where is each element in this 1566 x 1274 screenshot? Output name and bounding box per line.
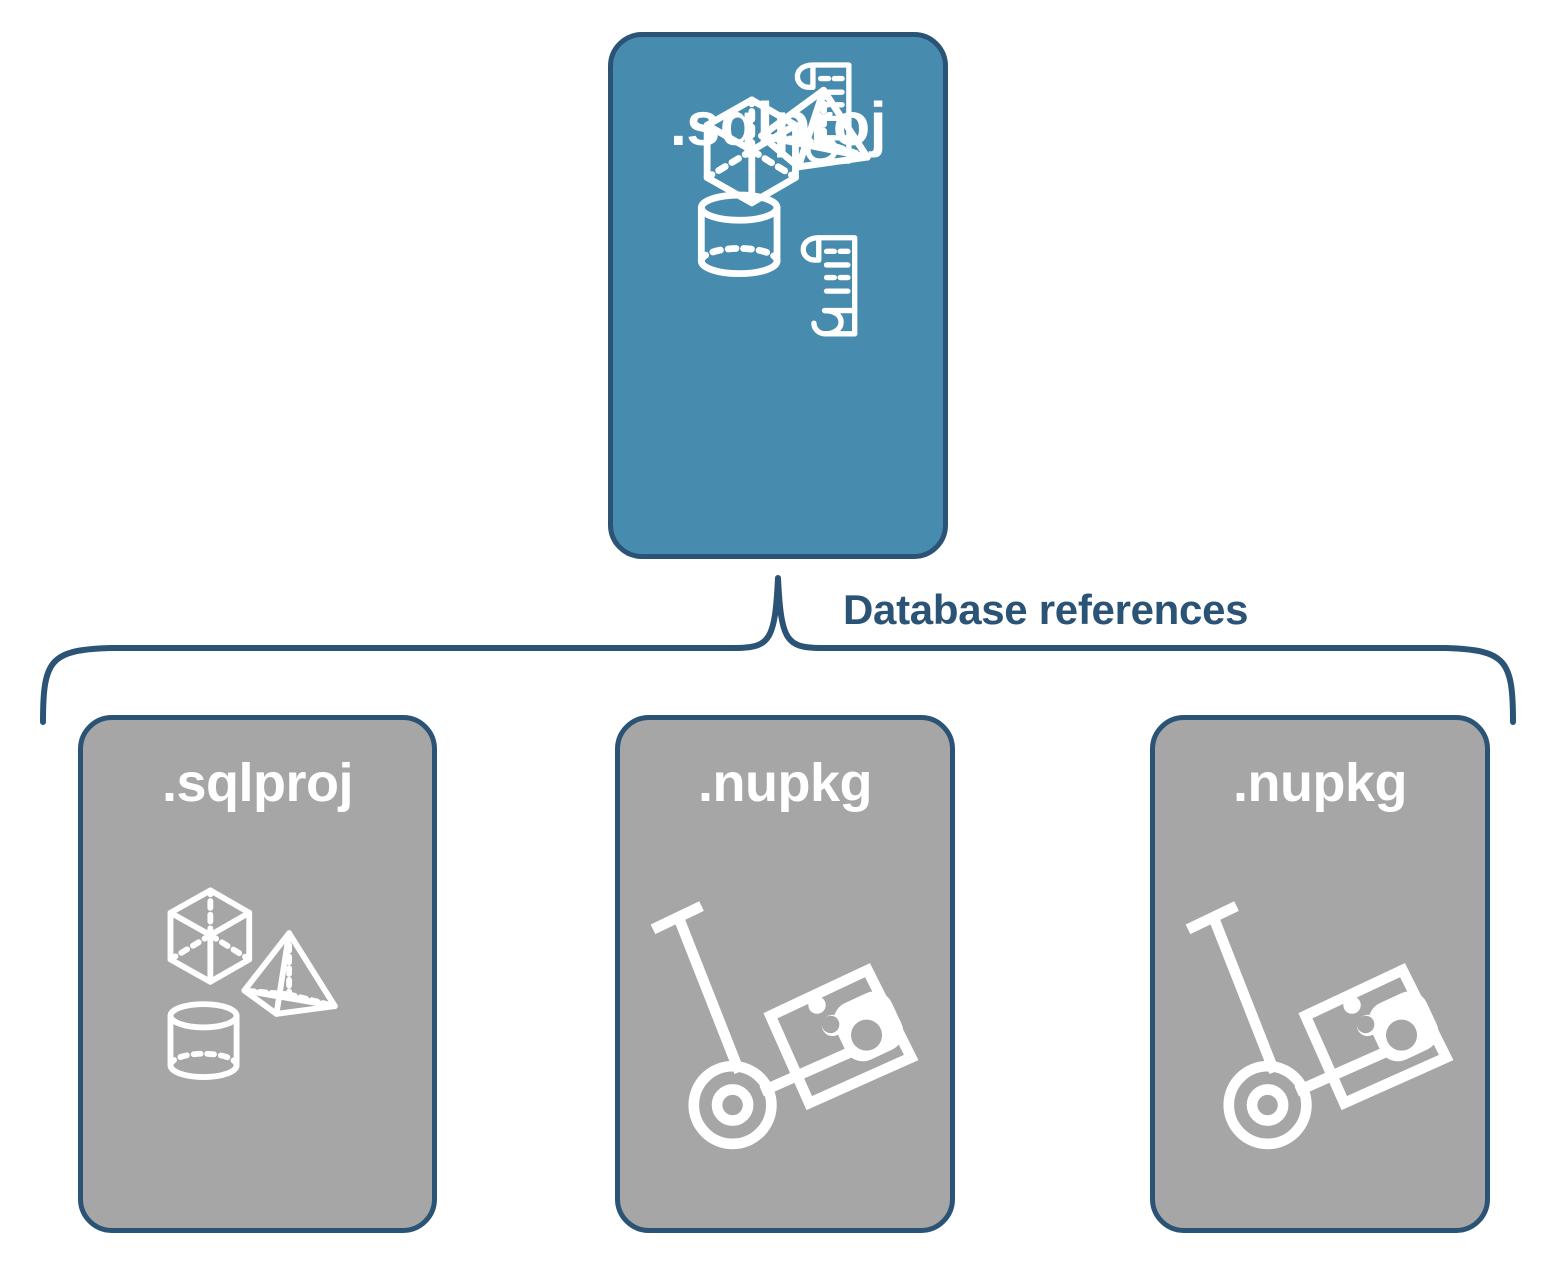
node-child-sqlproj[interactable]: .sqlproj: [78, 715, 437, 1233]
package-marks: [1343, 991, 1439, 1062]
cylinder-icon: [167, 1001, 240, 1080]
script-scroll-icon: [800, 235, 858, 337]
hand-truck-package-icon: [650, 901, 919, 1150]
cylinder-icon: [697, 191, 781, 278]
node-child-sqlproj-label: .sqlproj: [161, 753, 354, 813]
package-inner-holes: [1356, 1015, 1418, 1051]
node-root-sqlproj[interactable]: .sqlproj: [608, 32, 948, 559]
node-child-nupkg-2[interactable]: .nupkg: [1150, 715, 1490, 1233]
package-marks: [808, 991, 904, 1062]
node-child-nupkg-2-label: .nupkg: [1233, 753, 1407, 813]
node-child-nupkg-1-label: .nupkg: [698, 753, 872, 813]
hand-truck-package-icon: [1185, 901, 1454, 1150]
cube-icon: [167, 887, 253, 985]
node-root-label: .sqlproj: [669, 90, 887, 158]
brace-label: Database references: [843, 586, 1249, 633]
node-child-nupkg-1[interactable]: .nupkg: [615, 715, 955, 1233]
pyramid-icon: [241, 930, 338, 1017]
package-inner-holes: [821, 1015, 883, 1051]
